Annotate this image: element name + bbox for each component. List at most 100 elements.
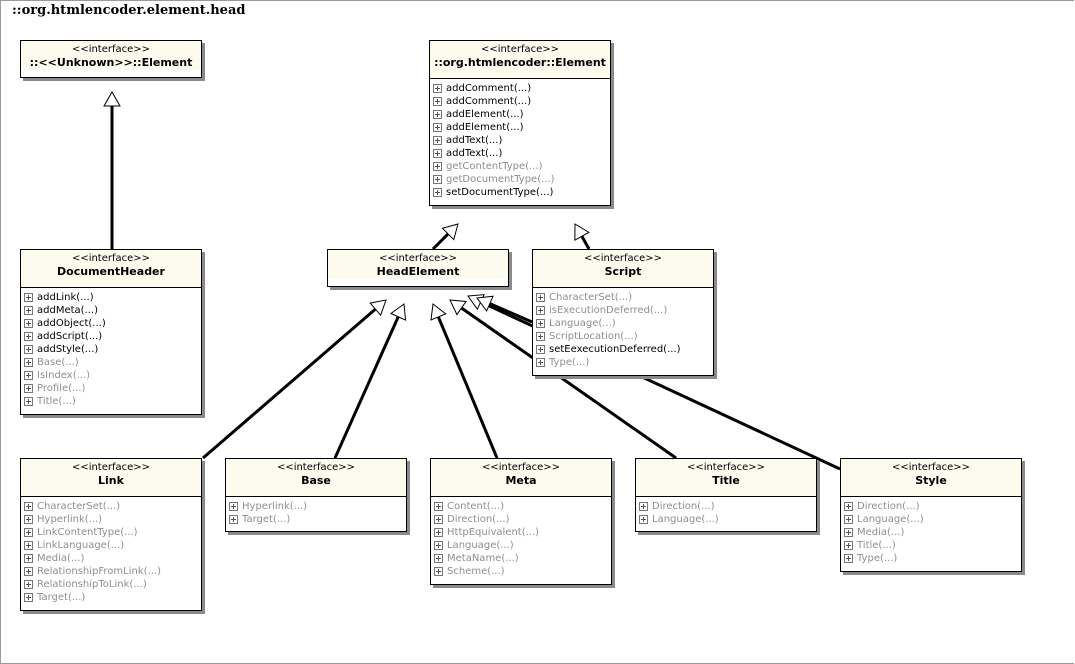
operation-item[interactable]: Hyperlink(...) [229,500,406,513]
operation-item[interactable]: Scheme(...) [434,565,611,578]
class-script[interactable]: <<interface>> Script CharacterSet(...)is… [532,249,714,376]
expand-plus-icon[interactable] [433,110,442,119]
expand-plus-icon[interactable] [639,502,648,511]
operation-item[interactable]: Title(...) [844,539,1021,552]
operation-item[interactable]: Language(...) [639,513,816,526]
operation-item[interactable]: addLink(...) [24,291,201,304]
expand-plus-icon[interactable] [434,541,443,550]
operation-item[interactable]: Type(...) [536,356,713,369]
operation-item[interactable]: addComment(...) [433,82,610,95]
class-document-header[interactable]: <<interface>> DocumentHeader addLink(...… [20,249,202,415]
expand-plus-icon[interactable] [24,345,33,354]
operation-item[interactable]: Target(...) [229,513,406,526]
operation-item[interactable]: ScriptLocation(...) [536,330,713,343]
expand-plus-icon[interactable] [24,567,33,576]
expand-plus-icon[interactable] [434,554,443,563]
expand-plus-icon[interactable] [844,554,853,563]
expand-plus-icon[interactable] [433,149,442,158]
expand-plus-icon[interactable] [229,515,238,524]
expand-plus-icon[interactable] [24,384,33,393]
class-element[interactable]: <<interface>> ::org.htmlencoder::Element… [429,40,611,206]
operation-item[interactable]: Direction(...) [639,500,816,513]
expand-plus-icon[interactable] [433,97,442,106]
operation-item[interactable]: addText(...) [433,134,610,147]
operation-item[interactable]: Content(...) [434,500,611,513]
operation-item[interactable]: setEexecutionDeferred(...) [536,343,713,356]
class-base[interactable]: <<interface>> Base Hyperlink(...)Target(… [225,458,407,532]
expand-plus-icon[interactable] [24,358,33,367]
operation-item[interactable]: addComment(...) [433,95,610,108]
operation-item[interactable]: addText(...) [433,147,610,160]
expand-plus-icon[interactable] [433,162,442,171]
operation-item[interactable]: addScript(...) [24,330,201,343]
expand-plus-icon[interactable] [433,123,442,132]
expand-plus-icon[interactable] [536,358,545,367]
operation-item[interactable]: addElement(...) [433,121,610,134]
expand-plus-icon[interactable] [536,345,545,354]
operation-item[interactable]: Media(...) [844,526,1021,539]
expand-plus-icon[interactable] [433,84,442,93]
expand-plus-icon[interactable] [24,332,33,341]
expand-plus-icon[interactable] [24,580,33,589]
operation-item[interactable]: IsIndex(...) [24,369,201,382]
operation-item[interactable]: HttpEquivalent(...) [434,526,611,539]
operation-item[interactable]: CharacterSet(...) [24,500,201,513]
operation-item[interactable]: Language(...) [434,539,611,552]
operation-item[interactable]: LinkLanguage(...) [24,539,201,552]
class-unknown-element[interactable]: <<interface>> ::<<Unknown>>::Element [20,40,202,78]
expand-plus-icon[interactable] [24,371,33,380]
expand-plus-icon[interactable] [24,528,33,537]
operation-item[interactable]: CharacterSet(...) [536,291,713,304]
operation-item[interactable]: Language(...) [844,513,1021,526]
operation-item[interactable]: RelationshipFromLink(...) [24,565,201,578]
expand-plus-icon[interactable] [434,502,443,511]
operation-item[interactable]: LinkContentType(...) [24,526,201,539]
operation-item[interactable]: Hyperlink(...) [24,513,201,526]
expand-plus-icon[interactable] [24,554,33,563]
operation-item[interactable]: addStyle(...) [24,343,201,356]
expand-plus-icon[interactable] [24,306,33,315]
operation-item[interactable]: getDocumentType(...) [433,173,610,186]
expand-plus-icon[interactable] [844,515,853,524]
operation-item[interactable]: MetaName(...) [434,552,611,565]
expand-plus-icon[interactable] [434,567,443,576]
operation-item[interactable]: addElement(...) [433,108,610,121]
class-meta[interactable]: <<interface>> Meta Content(...)Direction… [430,458,612,585]
expand-plus-icon[interactable] [536,319,545,328]
operation-item[interactable]: Base(...) [24,356,201,369]
expand-plus-icon[interactable] [24,293,33,302]
operation-item[interactable]: RelationshipToLink(...) [24,578,201,591]
operation-item[interactable]: Profile(...) [24,382,201,395]
expand-plus-icon[interactable] [24,541,33,550]
operation-item[interactable]: Media(...) [24,552,201,565]
operation-item[interactable]: Language(...) [536,317,713,330]
class-style[interactable]: <<interface>> Style Direction(...)Langua… [840,458,1022,572]
operation-item[interactable]: Type(...) [844,552,1021,565]
expand-plus-icon[interactable] [536,306,545,315]
expand-plus-icon[interactable] [24,593,33,602]
operation-item[interactable]: Direction(...) [844,500,1021,513]
expand-plus-icon[interactable] [433,188,442,197]
expand-plus-icon[interactable] [434,515,443,524]
expand-plus-icon[interactable] [844,502,853,511]
expand-plus-icon[interactable] [536,293,545,302]
expand-plus-icon[interactable] [844,541,853,550]
class-link[interactable]: <<interface>> Link CharacterSet(...)Hype… [20,458,202,611]
operation-item[interactable]: getContentType(...) [433,160,610,173]
expand-plus-icon[interactable] [24,502,33,511]
expand-plus-icon[interactable] [24,319,33,328]
expand-plus-icon[interactable] [24,515,33,524]
expand-plus-icon[interactable] [639,515,648,524]
operation-item[interactable]: Direction(...) [434,513,611,526]
operation-item[interactable]: setDocumentType(...) [433,186,610,199]
class-title[interactable]: <<interface>> Title Direction(...)Langua… [635,458,817,532]
expand-plus-icon[interactable] [433,136,442,145]
expand-plus-icon[interactable] [844,528,853,537]
operation-item[interactable]: addObject(...) [24,317,201,330]
expand-plus-icon[interactable] [229,502,238,511]
operation-item[interactable]: isExecutionDeferred(...) [536,304,713,317]
expand-plus-icon[interactable] [24,397,33,406]
operation-item[interactable]: Title(...) [24,395,201,408]
expand-plus-icon[interactable] [433,175,442,184]
operation-item[interactable]: Target(...) [24,591,201,604]
